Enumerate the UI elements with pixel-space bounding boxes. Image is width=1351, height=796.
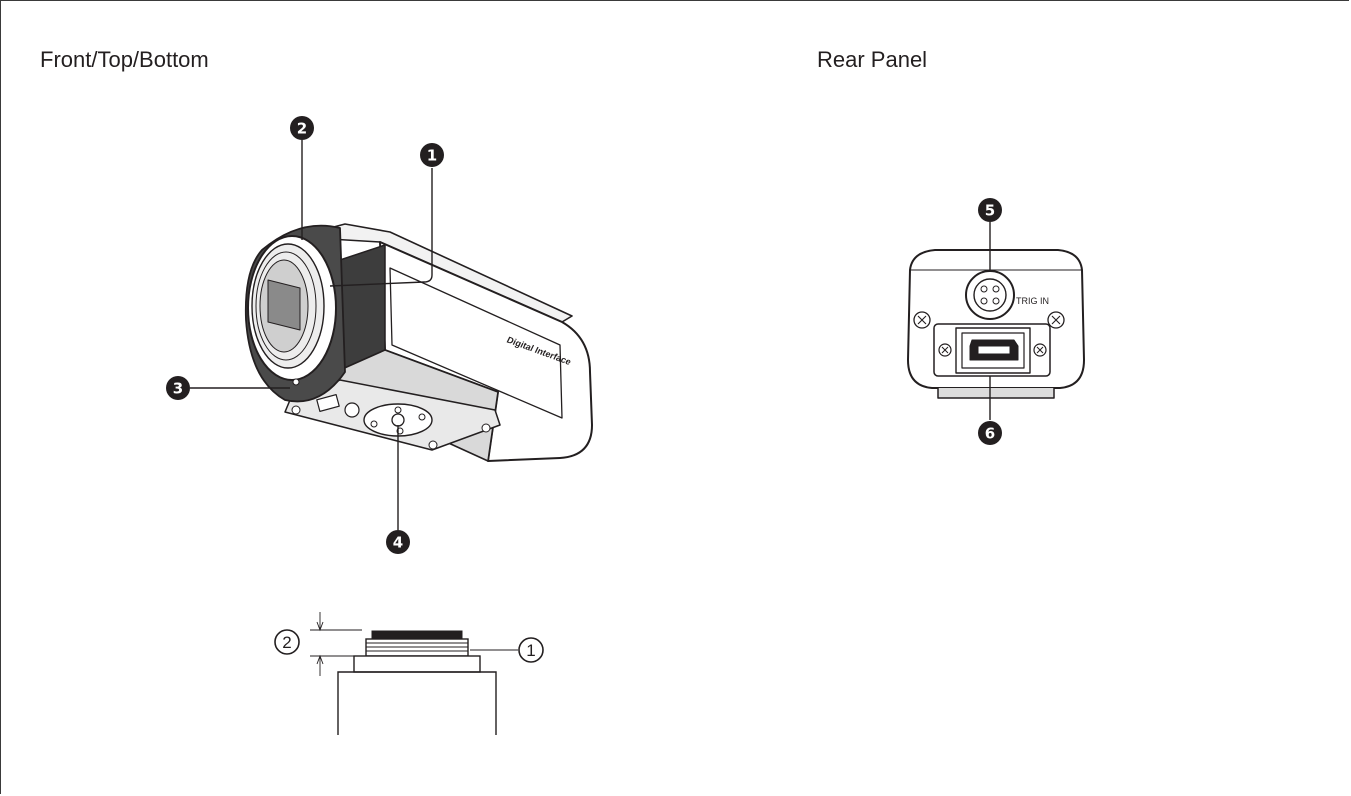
svg-text:1: 1 bbox=[427, 147, 437, 165]
mount-label-2: 2 bbox=[274, 629, 300, 655]
callout-6: 6 bbox=[978, 421, 1002, 445]
callout-1: 1 bbox=[420, 143, 444, 167]
svg-text:1: 1 bbox=[526, 641, 535, 660]
rear-section-title: Rear Panel bbox=[817, 47, 928, 72]
svg-text:4: 4 bbox=[393, 534, 403, 552]
trig-in-label: TRIG IN bbox=[1016, 296, 1049, 306]
svg-text:2: 2 bbox=[297, 120, 307, 138]
camera-rear-illustration bbox=[907, 249, 1085, 399]
callout-2: 2 bbox=[290, 116, 314, 140]
front-callout-lines bbox=[190, 140, 433, 530]
svg-text:6: 6 bbox=[985, 425, 995, 443]
callout-3: 3 bbox=[166, 376, 190, 400]
lens-mount-detail bbox=[310, 612, 518, 735]
svg-text:5: 5 bbox=[985, 202, 995, 220]
callout-5: 5 bbox=[978, 198, 1002, 222]
svg-text:2: 2 bbox=[282, 633, 291, 652]
callout-4: 4 bbox=[386, 530, 410, 554]
mount-label-1: 1 bbox=[518, 637, 544, 663]
front-section-title: Front/Top/Bottom bbox=[40, 47, 209, 72]
svg-text:3: 3 bbox=[173, 380, 183, 398]
camera-front-illustration bbox=[244, 223, 593, 462]
